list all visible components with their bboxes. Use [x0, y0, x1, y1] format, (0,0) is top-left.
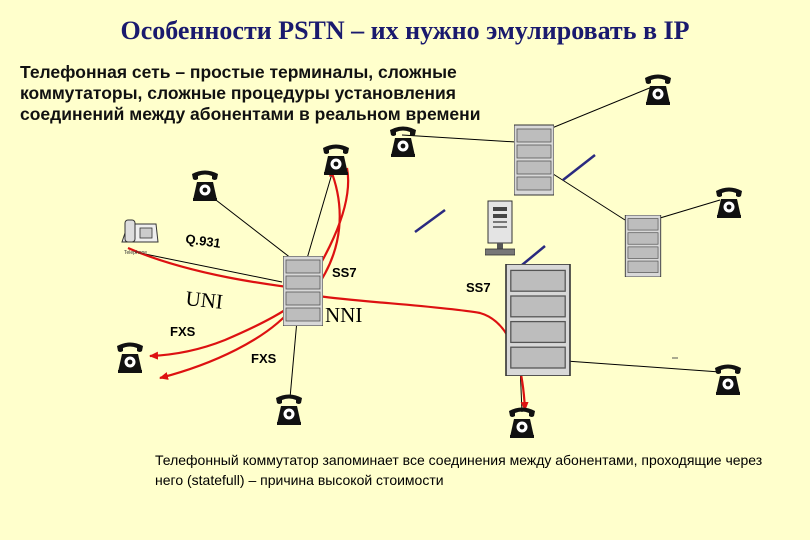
switch-left: [283, 256, 323, 326]
trunk-line: [521, 245, 546, 266]
label-ss7-right: SS7: [466, 280, 491, 295]
switch-mid-right: [624, 215, 662, 277]
page-title: Особенности PSTN – их нужно эмулировать …: [120, 16, 690, 45]
label-fxs-left: FXS: [170, 324, 196, 339]
rotary-phone-icon: [276, 394, 302, 425]
link-line: [551, 86, 653, 129]
rotary-phone-icon: [509, 407, 535, 438]
link-line: [551, 359, 721, 373]
label-fxs-bottom: FXS: [251, 351, 277, 366]
link-line: [289, 319, 298, 399]
label-uni: UNI: [184, 286, 224, 314]
rotary-phone-icon: [716, 187, 742, 218]
label-nni: NNI: [325, 303, 362, 327]
rotary-phone-icon: [390, 126, 416, 157]
link-line: [401, 134, 517, 143]
link-line: [549, 171, 626, 221]
subtitle: Телефонная сеть – простые терминалы, сло…: [20, 62, 481, 124]
rotary-phone-icon: [323, 144, 349, 175]
isdn-phone-icon: Telephone: [121, 219, 159, 256]
label-q931: Q.931: [185, 231, 222, 251]
footnote: Телефонный коммутатор запоминает все сое…: [155, 452, 763, 488]
switch-top: [514, 124, 554, 196]
subscriber-links: [134, 86, 721, 413]
server-icon: [485, 200, 515, 256]
switch-right: [505, 264, 571, 376]
rotary-phone-icon: [645, 74, 671, 105]
trunk-line: [562, 154, 596, 181]
link-line: [305, 159, 337, 263]
trunk-lines: [414, 154, 596, 266]
link-line: [659, 199, 721, 219]
phone-caption: Telephone: [124, 250, 147, 256]
rotary-phone-icon: [715, 364, 741, 395]
label-ss7-left: SS7: [332, 265, 357, 280]
link-line: [202, 189, 297, 263]
rotary-phone-icon: [192, 170, 218, 201]
trunk-line: [414, 208, 446, 234]
rotary-phone-icon: [117, 342, 143, 373]
link-line: [134, 251, 283, 283]
